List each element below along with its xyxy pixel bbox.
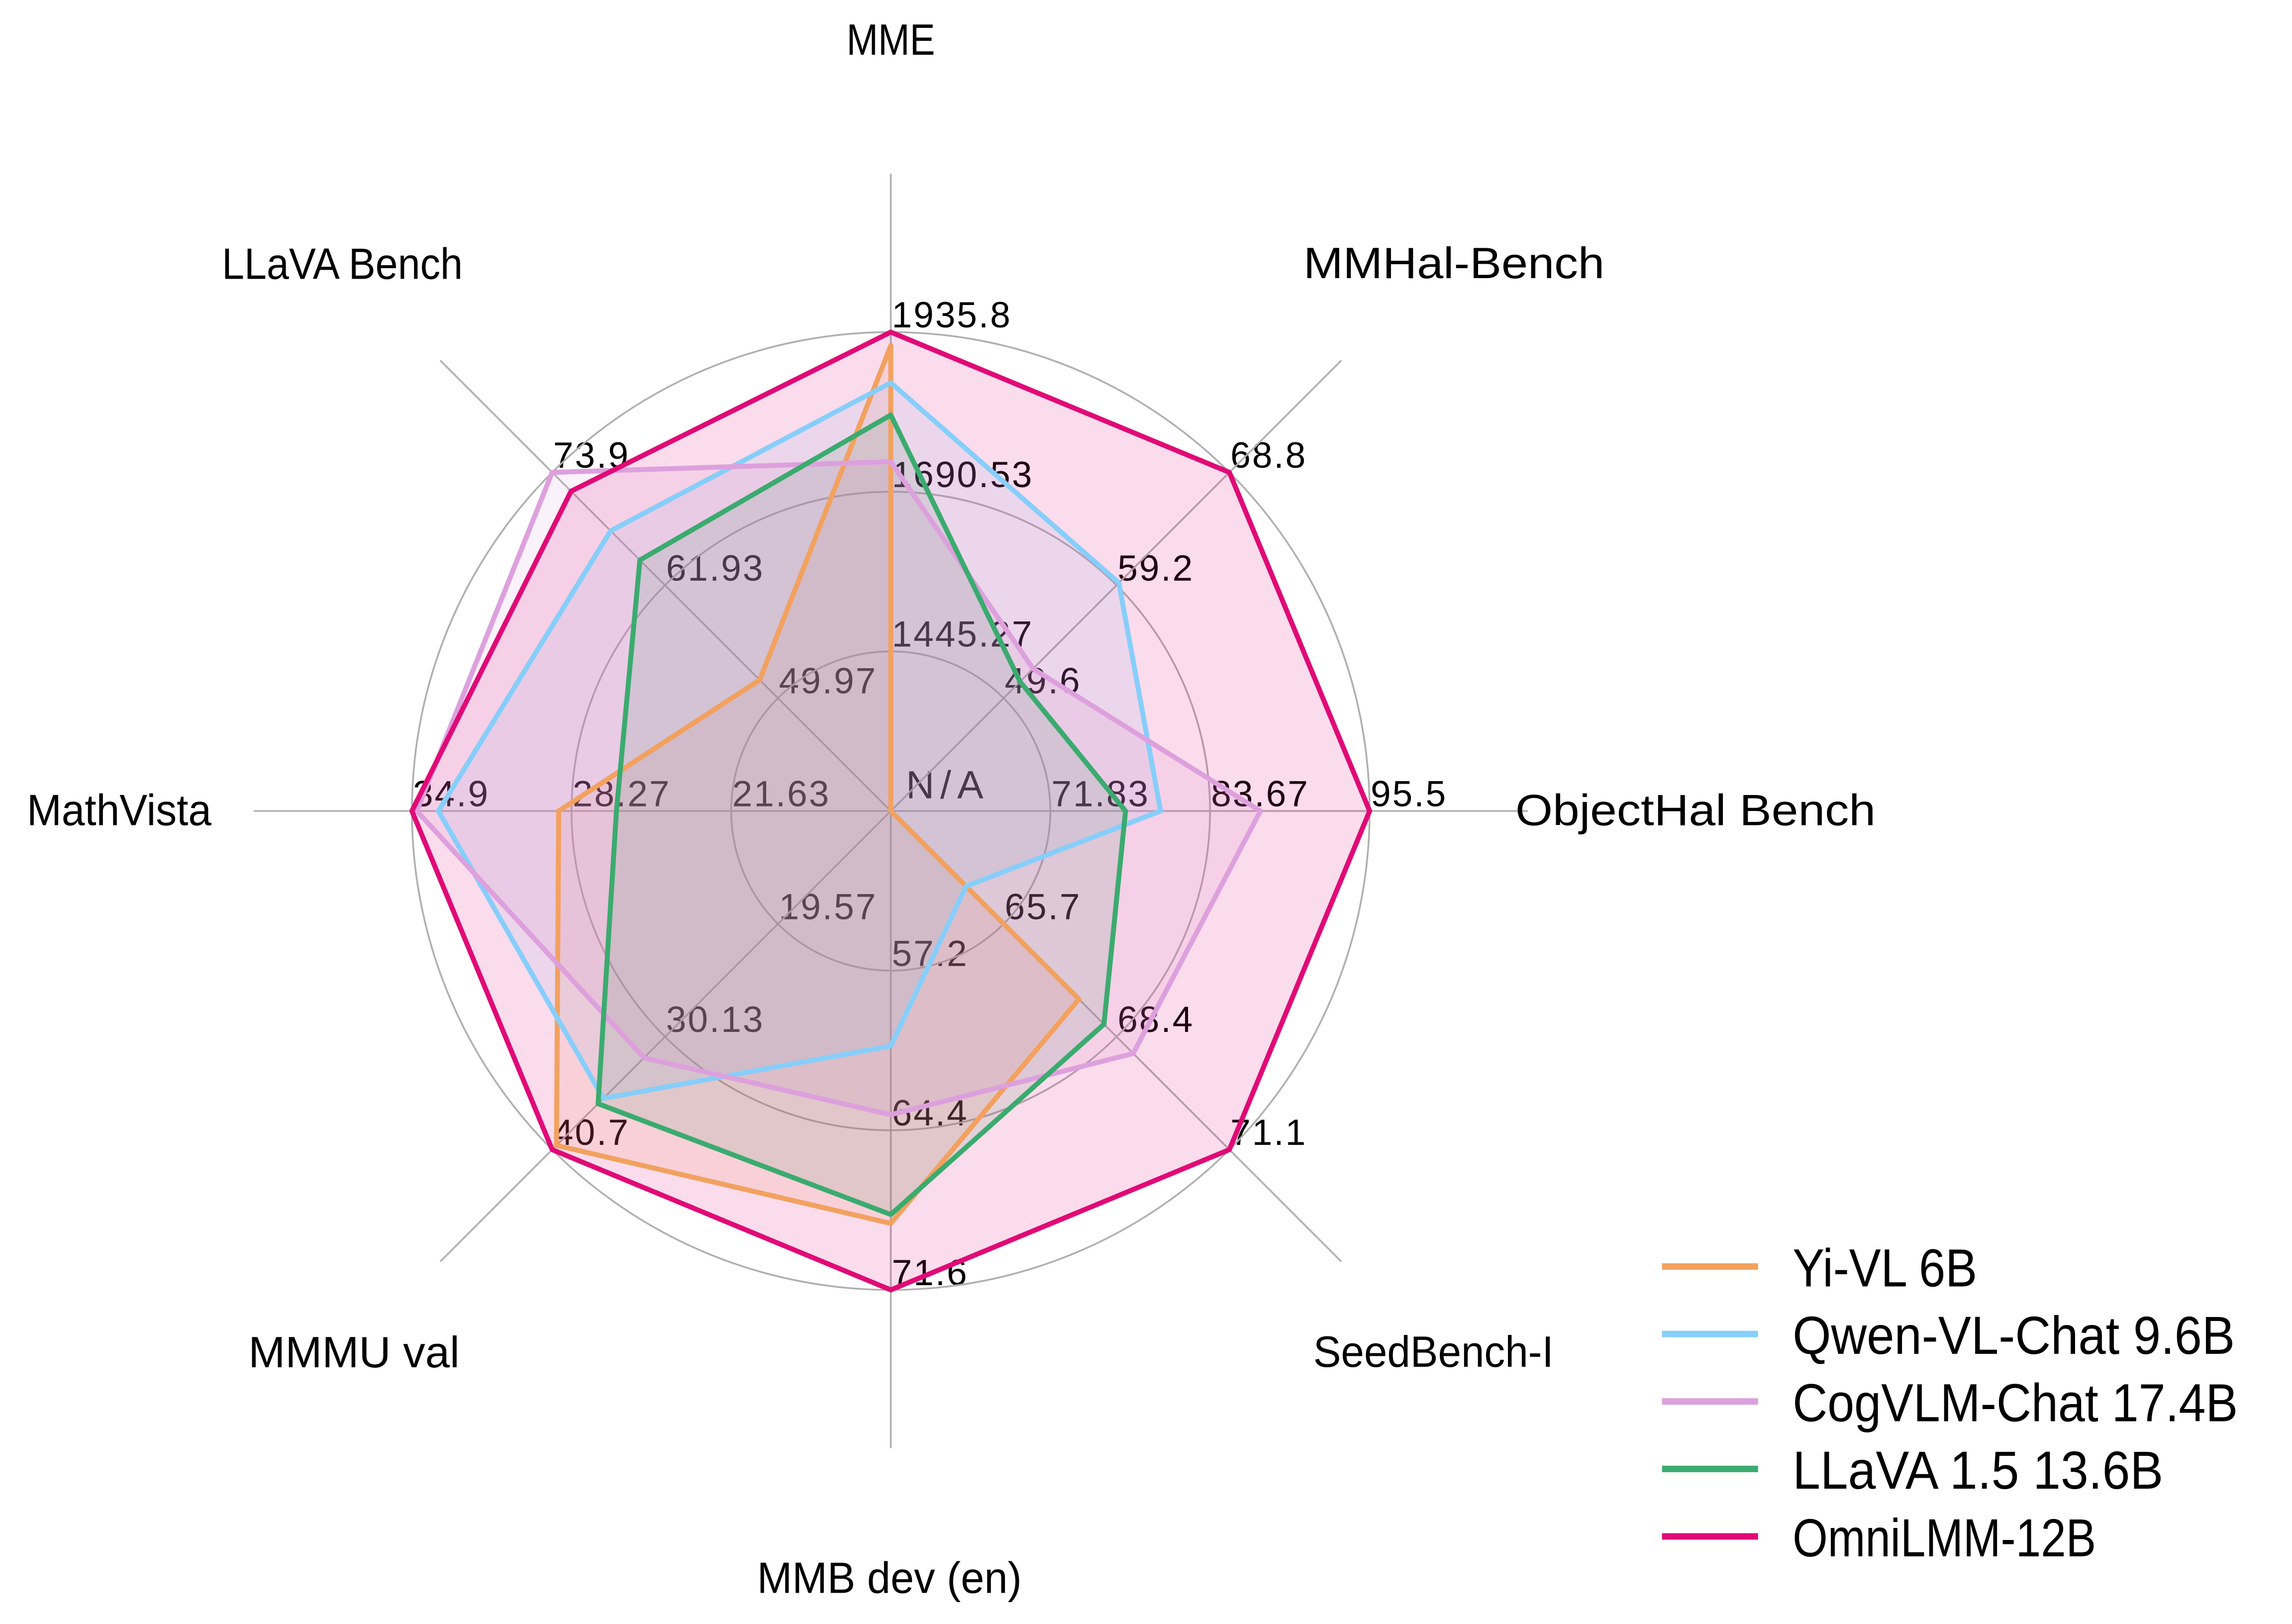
svg-text:59.2: 59.2 (1117, 548, 1194, 589)
svg-text:65.7: 65.7 (1004, 887, 1081, 927)
svg-text:N/A: N/A (906, 763, 990, 807)
svg-text:MMB dev (en): MMB dev (en) (757, 1553, 1022, 1603)
svg-text:49.97: 49.97 (779, 661, 878, 702)
svg-text:68.4: 68.4 (1117, 1000, 1194, 1040)
svg-text:1935.8: 1935.8 (892, 295, 1012, 335)
svg-text:CogVLM-Chat 17.4B: CogVLM-Chat 17.4B (1793, 1373, 2238, 1433)
svg-text:LLaVA 1.5 13.6B: LLaVA 1.5 13.6B (1793, 1440, 2163, 1500)
svg-text:68.8: 68.8 (1230, 435, 1307, 476)
svg-text:Qwen-VL-Chat 9.6B: Qwen-VL-Chat 9.6B (1793, 1305, 2235, 1365)
svg-text:MMMU val: MMMU val (248, 1327, 460, 1377)
svg-text:LLaVA Bench: LLaVA Bench (222, 239, 463, 289)
svg-text:MME: MME (847, 15, 935, 64)
svg-text:21.63: 21.63 (732, 774, 831, 814)
svg-text:MathVista: MathVista (27, 785, 211, 834)
svg-text:SeedBench-I: SeedBench-I (1313, 1327, 1554, 1376)
svg-text:MMHal-Bench: MMHal-Bench (1303, 238, 1604, 288)
svg-text:95.5: 95.5 (1371, 774, 1447, 814)
svg-text:ObjectHal Bench: ObjectHal Bench (1515, 785, 1876, 834)
svg-text:OmniLMM-12B: OmniLMM-12B (1793, 1508, 2096, 1568)
svg-text:Yi-VL 6B: Yi-VL 6B (1793, 1237, 1977, 1298)
